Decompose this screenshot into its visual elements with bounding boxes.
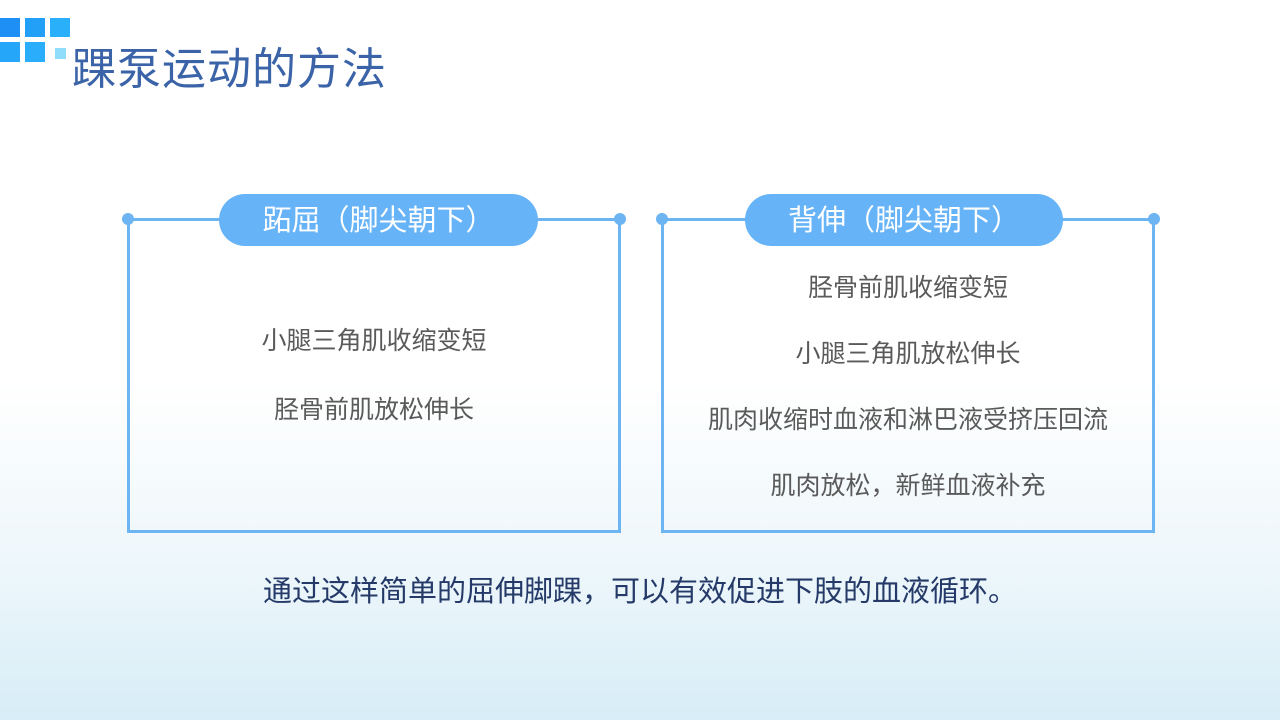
summary-text: 通过这样简单的屈伸脚踝，可以有效促进下肢的血液循环。 [262,574,1017,608]
logo-square-icon [0,42,20,62]
card-dorsiflexion: 背伸（脚尖朝下） 胫骨前肌收缩变短 小腿三角肌放松伸长 肌肉收缩时血液和淋巴液受… [656,194,1160,533]
logo-square-icon [25,42,45,62]
card-item: 肌肉放松，新鲜血液补充 [770,471,1046,500]
logo-square-icon [55,48,66,59]
card-item: 小腿三角肌收缩变短 [261,326,487,355]
card-item-list: 小腿三角肌收缩变短 胫骨前肌放松伸长 [130,321,618,459]
card-heading: 背伸（脚尖朝下） [745,194,1063,246]
slide-title: 踝泵运动的方法 [72,44,387,95]
card-item: 胫骨前肌收缩变短 [807,273,1008,302]
card-item: 肌肉收缩时血液和淋巴液受挤压回流 [707,405,1108,434]
card-item: 小腿三角肌放松伸长 [795,339,1021,368]
card-item: 胫骨前肌放松伸长 [273,395,474,424]
dot-icon [656,213,668,225]
logo-square-icon [25,18,45,37]
dot-icon [122,213,134,225]
card-item-list: 胫骨前肌收缩变短 小腿三角肌放松伸长 肌肉收缩时血液和淋巴液受挤压回流 肌肉放松… [664,268,1152,532]
logo-square-icon [50,18,70,37]
card-plantar-flexion: 跖屈（脚尖朝下） 小腿三角肌收缩变短 胫骨前肌放松伸长 [122,194,626,533]
logo-square-icon [0,18,20,37]
dot-icon [1148,213,1160,225]
dot-icon [614,213,626,225]
card-heading: 跖屈（脚尖朝下） [219,194,538,246]
